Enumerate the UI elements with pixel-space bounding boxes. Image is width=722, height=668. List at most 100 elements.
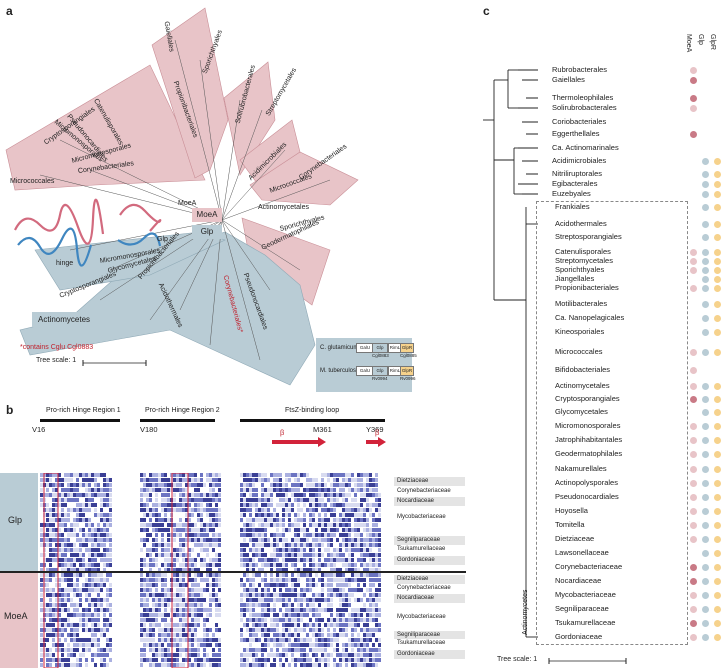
alignment-cell <box>330 563 333 567</box>
alignment-cell <box>109 523 112 527</box>
alignment-cell <box>191 583 194 587</box>
alignment-cell <box>100 638 103 642</box>
pos-v16: V16 <box>32 425 46 434</box>
alignment-cell <box>357 663 360 667</box>
alignment-cell <box>342 643 345 647</box>
alignment-cell <box>270 473 273 477</box>
alignment-cell <box>209 553 212 557</box>
alignment-cell <box>209 558 212 562</box>
alignment-cell <box>312 548 315 552</box>
alignment-cell <box>327 578 330 582</box>
alignment-cell <box>366 473 369 477</box>
alignment-cell <box>375 648 378 652</box>
alignment-cell <box>291 608 294 612</box>
alignment-cell <box>67 573 70 577</box>
alignment-cell <box>372 618 375 622</box>
alignment-cell <box>46 543 49 547</box>
alignment-cell <box>188 643 191 647</box>
alignment-cell <box>318 488 321 492</box>
alignment-cell <box>140 593 143 597</box>
alignment-cell <box>155 543 158 547</box>
alignment-cell <box>315 483 318 487</box>
alignment-cell <box>152 528 155 532</box>
alignment-cell <box>146 548 149 552</box>
alignment-cell <box>354 643 357 647</box>
alignment-cell <box>249 513 252 517</box>
alignment-divider <box>0 571 466 573</box>
moea-dot <box>690 396 697 403</box>
alignment-cell <box>249 628 252 632</box>
alignment-cell <box>333 588 336 592</box>
alignment-cell <box>146 663 149 667</box>
beta-1: β <box>280 428 285 437</box>
alignment-cell <box>375 533 378 537</box>
alignment-cell <box>46 628 49 632</box>
alignment-cell <box>152 573 155 577</box>
alignment-cell <box>255 648 258 652</box>
alignment-cell <box>249 618 252 622</box>
glpr-dot <box>714 396 721 403</box>
alignment-cell <box>194 498 197 502</box>
alignment-cell <box>164 493 167 497</box>
alignment-cell <box>152 578 155 582</box>
panel-c-row-label: Streptosporangiales <box>555 232 622 241</box>
alignment-cell <box>85 478 88 482</box>
alignment-cell <box>276 543 279 547</box>
alignment-cell <box>330 658 333 662</box>
alignment-cell <box>164 603 167 607</box>
alignment-cell <box>276 588 279 592</box>
alignment-cell <box>276 503 279 507</box>
alignment-cell <box>255 568 258 572</box>
alignment-cell <box>164 618 167 622</box>
glp-family-label: Corynebacteriaceae <box>394 487 465 496</box>
alignment-cell <box>279 648 282 652</box>
alignment-cell <box>173 633 176 637</box>
alignment-cell <box>339 508 342 512</box>
alignment-cell <box>294 513 297 517</box>
alignment-cell <box>360 658 363 662</box>
alignment-cell <box>357 638 360 642</box>
alignment-cell <box>155 653 158 657</box>
alignment-cell <box>246 563 249 567</box>
alignment-cell <box>294 518 297 522</box>
alignment-cell <box>324 493 327 497</box>
alignment-cell <box>324 518 327 522</box>
alignment-cell <box>351 498 354 502</box>
pos-v180: V180 <box>140 425 158 434</box>
alignment-cell <box>279 613 282 617</box>
alignment-cell <box>363 613 366 617</box>
alignment-cell <box>200 633 203 637</box>
alignment-cell <box>106 543 109 547</box>
alignment-cell <box>215 533 218 537</box>
alignment-cell <box>194 633 197 637</box>
alignment-cell <box>339 488 342 492</box>
alignment-cell <box>203 533 206 537</box>
alignment-cell <box>103 538 106 542</box>
alignment-cell <box>297 563 300 567</box>
alignment-cell <box>321 578 324 582</box>
alignment-cell <box>369 498 372 502</box>
alignment-cell <box>270 558 273 562</box>
alignment-cell <box>252 548 255 552</box>
alignment-cell <box>369 533 372 537</box>
alignment-cell <box>360 538 363 542</box>
alignment-cell <box>146 518 149 522</box>
alignment-cell <box>354 528 357 532</box>
alignment-cell <box>167 653 170 657</box>
alignment-cell <box>285 593 288 597</box>
alignment-cell <box>267 493 270 497</box>
alignment-cell <box>309 598 312 602</box>
alignment-cell <box>273 608 276 612</box>
alignment-cell <box>70 633 73 637</box>
alignment-cell <box>185 658 188 662</box>
alignment-cell <box>372 533 375 537</box>
alignment-cell <box>203 578 206 582</box>
alignment-cell <box>182 583 185 587</box>
alignment-cell <box>179 533 182 537</box>
alignment-cell <box>209 633 212 637</box>
alignment-cell <box>94 623 97 627</box>
alignment-cell <box>324 483 327 487</box>
alignment-cell <box>79 613 82 617</box>
alignment-cell <box>194 533 197 537</box>
alignment-cell <box>273 643 276 647</box>
